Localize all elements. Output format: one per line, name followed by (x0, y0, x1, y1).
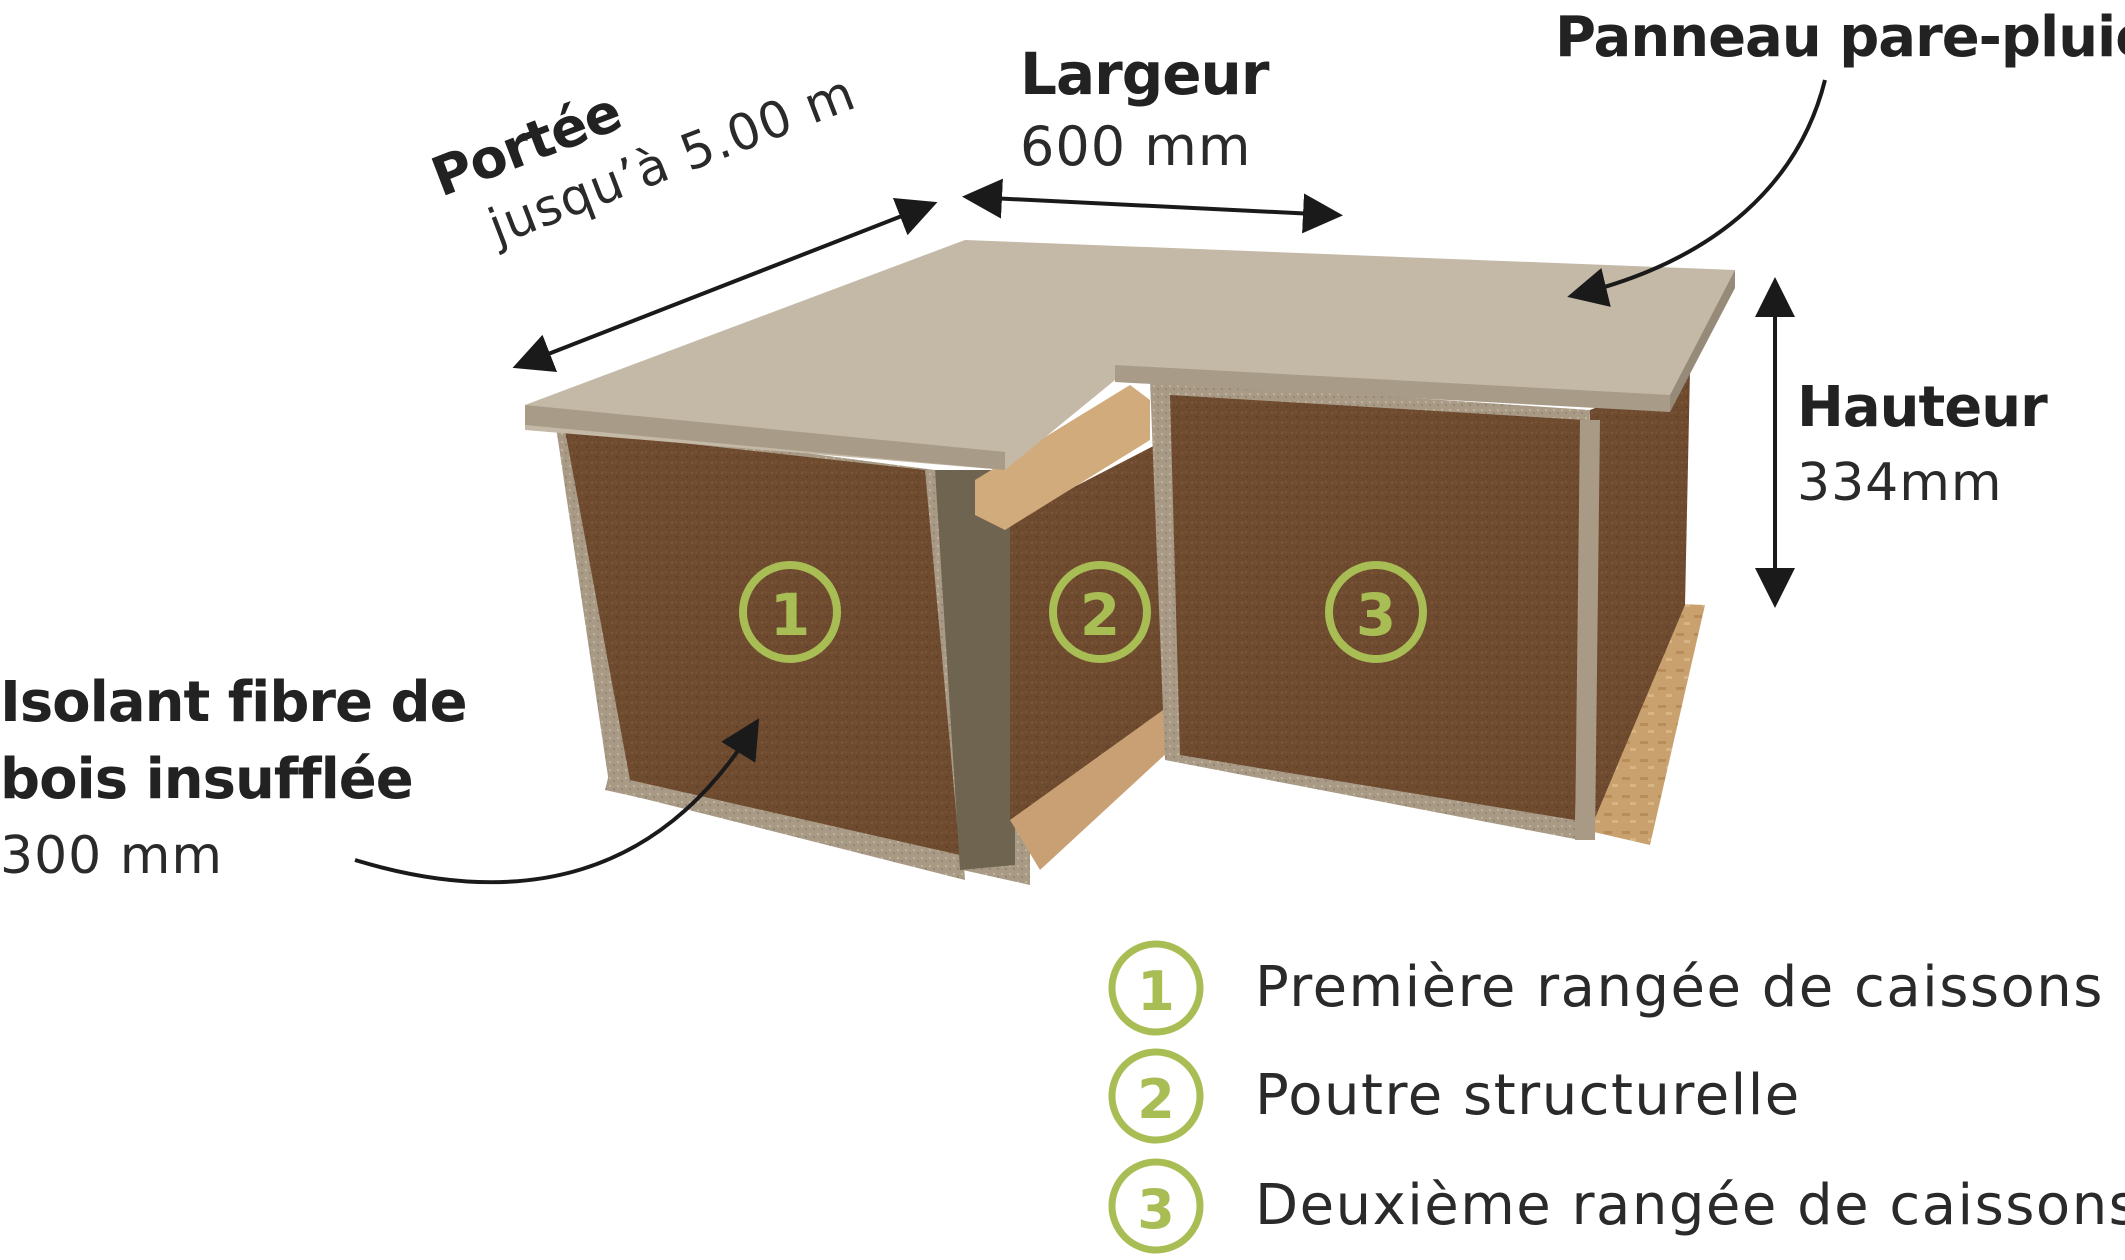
legend-1-number: 1 (1137, 960, 1175, 1023)
beam-side (935, 470, 1015, 870)
right-box-fiber (1170, 395, 1585, 820)
marker-2-number: 2 (1080, 581, 1120, 649)
marker-2: 2 (1049, 561, 1151, 663)
beam-fiber (1010, 440, 1170, 820)
legend-marker-3: 3 (1108, 1158, 1204, 1254)
right-corner-post (1575, 420, 1600, 840)
legend-marker-2: 2 (1108, 1048, 1204, 1144)
arrow-curved-panneau-icon (1567, 79, 1827, 307)
legend-3-text: Deuxième rangée de caissons (1255, 1173, 2125, 1238)
marker-1-number: 1 (770, 581, 810, 649)
legend-3-number: 3 (1137, 1178, 1175, 1241)
top-panel-edge-side (1670, 270, 1735, 412)
legend-2-text: Poutre structurelle (1255, 1063, 1801, 1128)
top-panel-edge (525, 405, 1005, 470)
marker-1: 1 (739, 561, 841, 663)
isolant-title-line1: Isolant fibre de (0, 670, 468, 735)
beam-top-plywood (975, 385, 1150, 530)
isolant-title-line2: bois insufflée (0, 747, 414, 812)
isolant-value: 300 mm (0, 826, 224, 886)
marker-3: 3 (1325, 561, 1427, 663)
largeur-value: 600 mm (1020, 115, 1252, 178)
right-side-fiber (1590, 370, 1690, 830)
arrow-double-largeur-icon (962, 178, 1343, 234)
top-panel-edge-right (1115, 365, 1670, 412)
panneau-title: Panneau pare-pluie (1555, 5, 2125, 70)
hauteur-value: 334mm (1797, 453, 2003, 513)
marker-3-number: 3 (1356, 581, 1396, 649)
hauteur-title: Hauteur (1797, 375, 2048, 440)
arrow-double-portee-icon (512, 198, 938, 372)
arrow-curved-isolant-icon (354, 718, 760, 885)
beam-bottom-plywood (1010, 705, 1170, 870)
legend-marker-1: 1 (1108, 940, 1204, 1036)
largeur-title: Largeur (1020, 40, 1269, 108)
legend-2-number: 2 (1137, 1068, 1175, 1131)
legend-1-text: Première rangée de caissons (1255, 955, 2104, 1020)
left-box-fiber (565, 430, 960, 855)
